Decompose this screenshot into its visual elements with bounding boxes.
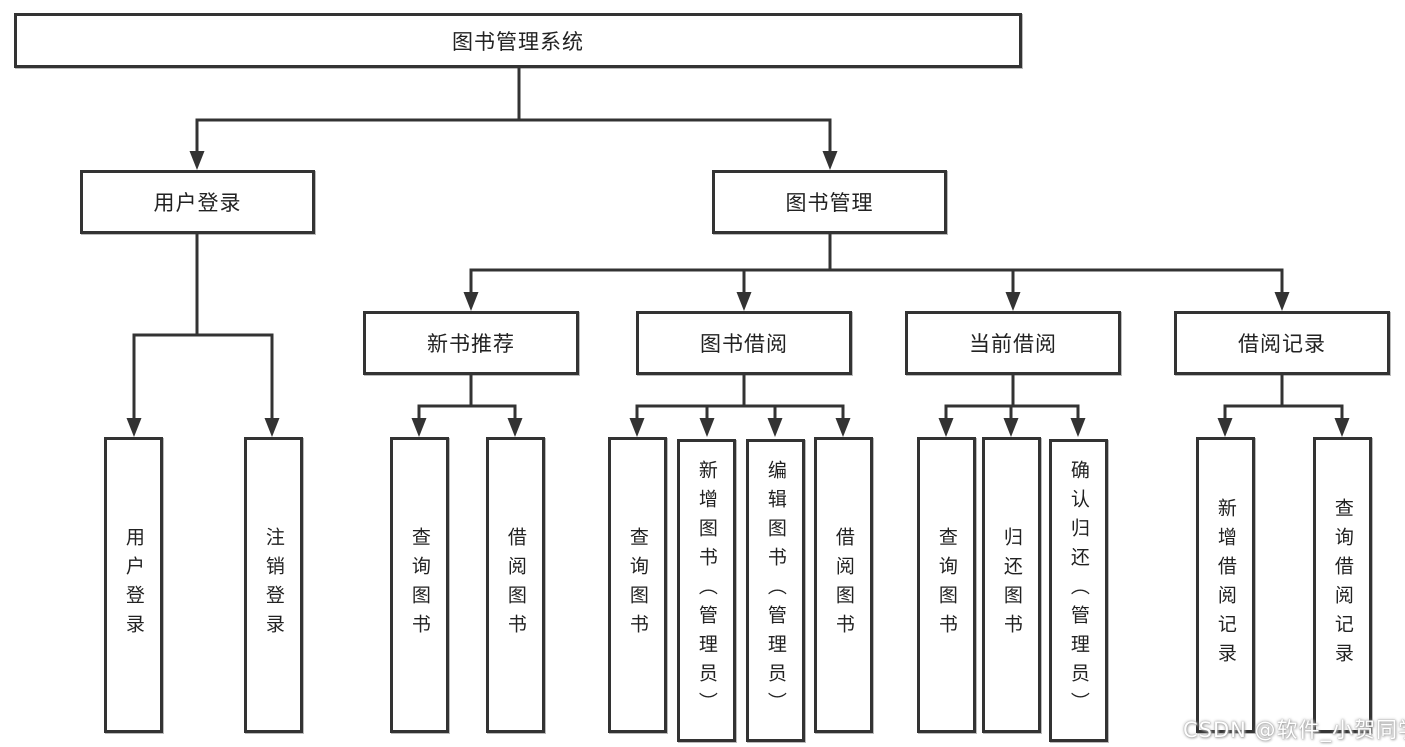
arrowhead: [1070, 418, 1086, 437]
arrowhead: [1274, 292, 1290, 311]
arrowhead: [463, 292, 479, 311]
arrowhead: [1005, 292, 1021, 311]
leaf-label: 查询借阅记录: [1331, 498, 1354, 672]
arrowhead: [1003, 418, 1019, 437]
connector-user-login-children: [132, 233, 274, 422]
arrowhead: [1334, 418, 1350, 437]
leaf-label: 新增借阅记录: [1214, 498, 1237, 672]
leaf-label: 归还图书: [1000, 527, 1023, 643]
leaf-borrow-books-1: 借阅图书: [486, 437, 545, 733]
arrowhead: [767, 418, 783, 437]
arrowhead: [822, 151, 838, 170]
leaf-confirm-return-admin: 确认归还（管理员）: [1049, 439, 1108, 742]
node-label: 新书推荐: [427, 332, 515, 356]
leaf-borrow-books-2: 借阅图书: [814, 437, 873, 733]
node-label: 用户登录: [153, 191, 242, 215]
leaf-add-borrow-record: 新增借阅记录: [1196, 437, 1255, 733]
leaf-query-books-3: 查询图书: [917, 437, 976, 733]
node-label: 图书管理: [785, 191, 874, 215]
connector-strokes: [132, 66, 1344, 422]
arrowhead: [126, 418, 142, 437]
node-label: 当前借阅: [969, 332, 1057, 356]
node-library-management-system: 图书管理系统: [14, 13, 1022, 68]
arrowhead: [189, 151, 205, 170]
connector-root-to-level2: [195, 66, 832, 155]
node-book-management: 图书管理: [712, 170, 947, 234]
leaf-label: 借阅图书: [832, 527, 855, 643]
connector-borrow-records-children: [1223, 373, 1344, 422]
node-current-borrowing: 当前借阅: [905, 311, 1121, 375]
leaf-query-books-1: 查询图书: [390, 437, 449, 733]
arrowhead: [264, 418, 280, 437]
arrowhead: [411, 418, 427, 437]
node-book-borrowing: 图书借阅: [636, 311, 852, 375]
connector-current-borrow-children: [944, 373, 1080, 422]
node-user-login: 用户登录: [80, 170, 315, 234]
leaf-logout: 注销登录: [244, 437, 303, 733]
leaf-label: 编辑图书（管理员）: [764, 460, 787, 721]
leaf-label: 查询图书: [408, 527, 431, 643]
arrowhead: [835, 418, 851, 437]
arrowhead: [629, 418, 645, 437]
leaf-label: 用户登录: [122, 527, 145, 643]
leaf-add-books-admin: 新增图书（管理员）: [677, 439, 736, 742]
arrowheads: [126, 151, 1350, 437]
leaf-user-login: 用户登录: [104, 437, 163, 733]
node-label: 图书管理系统: [452, 29, 584, 54]
node-new-book-recommend: 新书推荐: [363, 311, 579, 375]
node-label: 图书借阅: [700, 332, 788, 356]
arrowhead: [507, 418, 523, 437]
leaf-label: 借阅图书: [504, 527, 527, 643]
connector-new-books-children: [417, 373, 517, 422]
node-borrowing-records: 借阅记录: [1174, 311, 1390, 375]
connector-book-mgmt-children: [469, 233, 1284, 296]
leaf-query-books-2: 查询图书: [608, 437, 667, 733]
arrowhead: [736, 292, 752, 311]
leaf-return-books: 归还图书: [982, 437, 1041, 733]
leaf-label: 确认归还（管理员）: [1067, 460, 1090, 721]
leaf-label: 查询图书: [935, 527, 958, 643]
leaf-label: 注销登录: [262, 527, 285, 643]
csdn-watermark: CSDN @软件_小贺同学: [1183, 718, 1405, 742]
node-label: 借阅记录: [1238, 332, 1326, 356]
arrowhead: [699, 418, 715, 437]
leaf-label: 查询图书: [626, 527, 649, 643]
arrowhead: [1217, 418, 1233, 437]
leaf-query-borrow-record: 查询借阅记录: [1313, 437, 1372, 733]
leaf-label: 新增图书（管理员）: [695, 460, 718, 721]
connector-book-borrow-children: [635, 373, 845, 422]
arrowhead: [938, 418, 954, 437]
leaf-edit-books-admin: 编辑图书（管理员）: [746, 439, 805, 742]
